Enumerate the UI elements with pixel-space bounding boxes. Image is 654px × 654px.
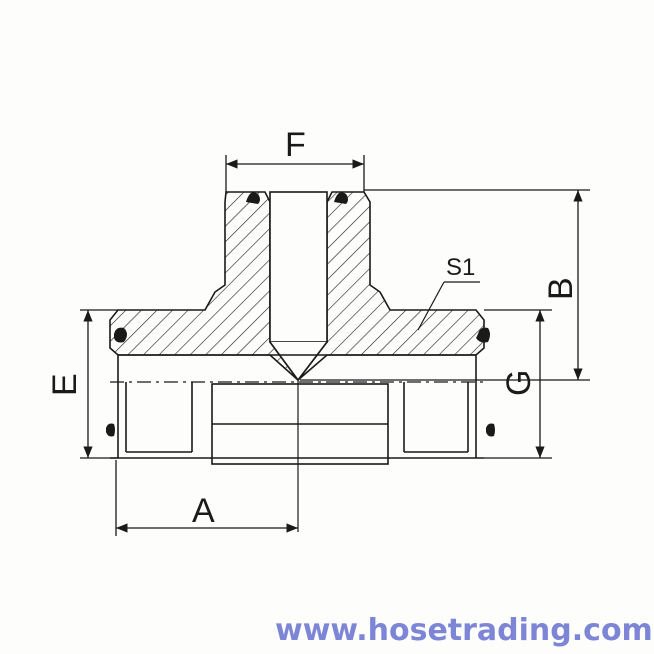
oring-lower-left <box>106 423 115 437</box>
label-g: G <box>500 370 538 396</box>
label-f: F <box>285 126 306 164</box>
oring-left <box>114 327 127 343</box>
label-a: A <box>192 492 215 530</box>
oring-right <box>476 327 490 343</box>
dimension-f <box>225 155 365 192</box>
oring-top-left <box>246 192 260 204</box>
dimension-e <box>80 309 118 459</box>
label-s1: S1 <box>446 254 475 281</box>
s1-leader <box>417 281 445 331</box>
label-b: B <box>542 277 580 300</box>
lower-body <box>110 354 484 465</box>
oring-lower-right <box>486 423 495 437</box>
watermark-text: www.hosetrading.com <box>275 613 653 648</box>
oring-top-right <box>334 192 348 204</box>
center-bore <box>269 191 328 343</box>
dimension-g <box>484 309 552 459</box>
label-e: E <box>46 373 84 396</box>
dimension-a <box>115 460 298 536</box>
